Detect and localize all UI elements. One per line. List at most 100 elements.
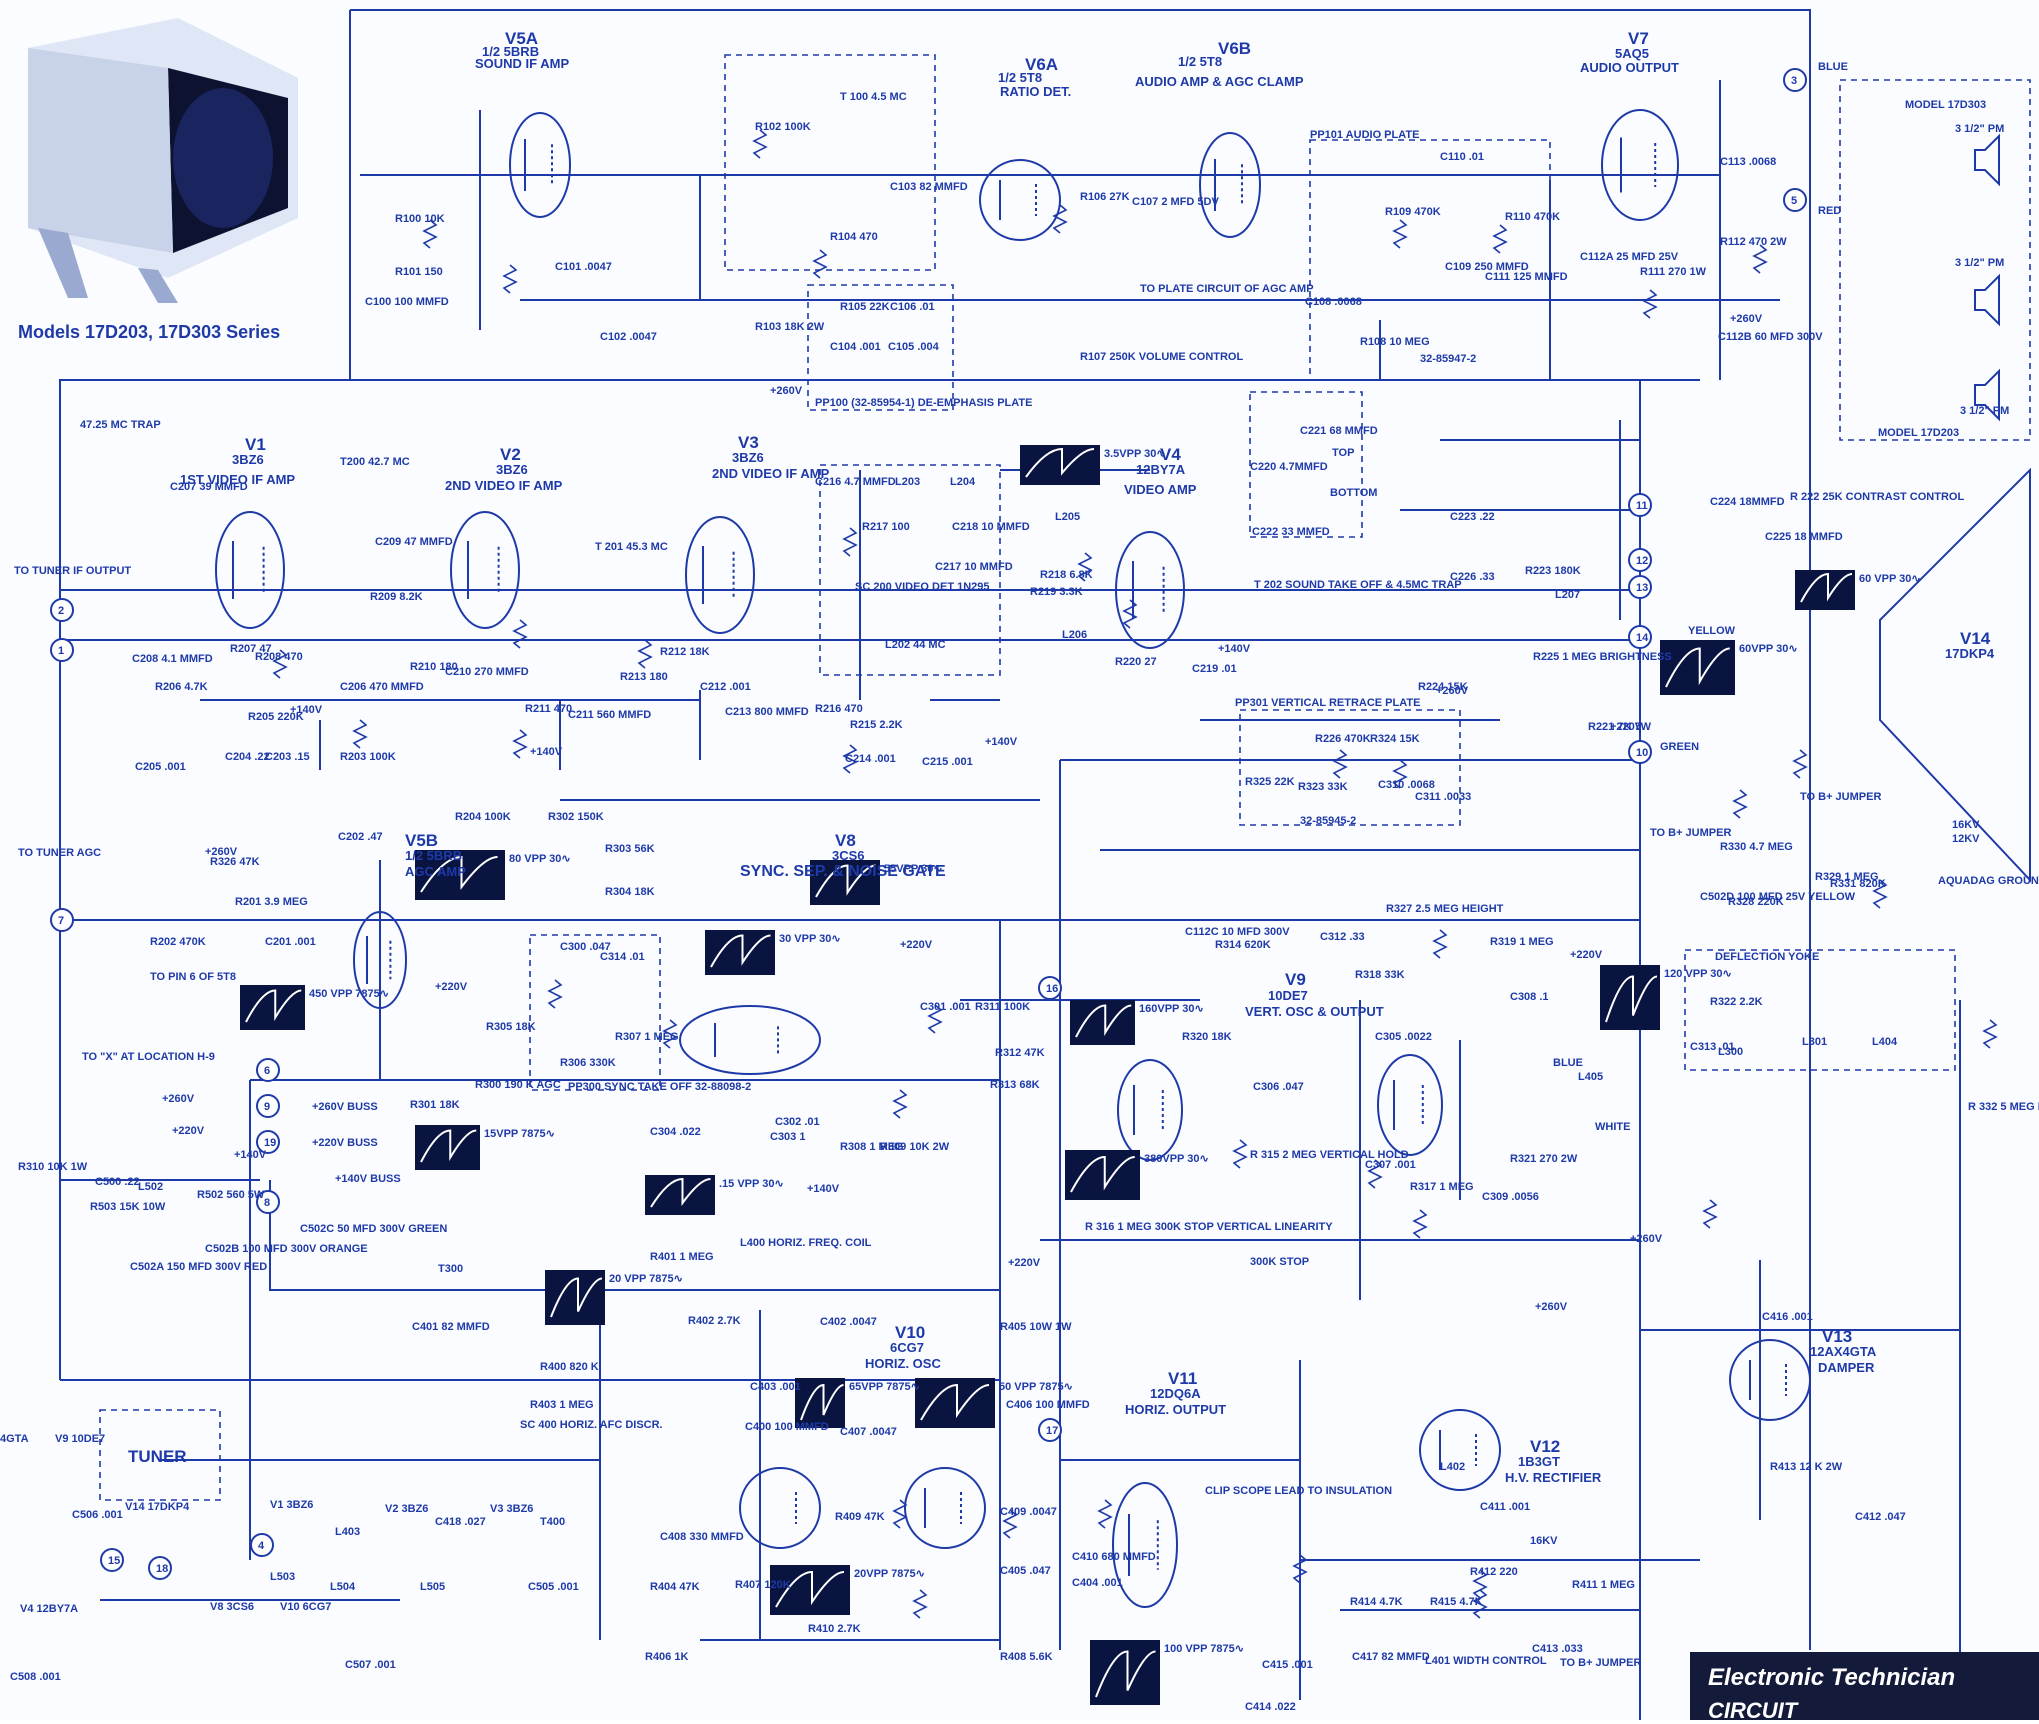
terminal-4 (256, 1094, 280, 1118)
component-r203: R203 100K (340, 751, 396, 763)
component-c107: C107 2 MFD 5DV (1132, 196, 1219, 208)
resistor-glyph-5 (1392, 219, 1408, 249)
component-c307: C307 .001 (1365, 1159, 1416, 1171)
scope-waveform-14 (920, 1383, 990, 1421)
box-speaker-1: 3 1/2" PM (1955, 123, 2004, 135)
component-c416: C416 .001 (1762, 1311, 1813, 1323)
component-c112c: C112C 10 MFD 300V (1185, 926, 1290, 938)
scope-label-3: 80 VPP 30∿ (509, 853, 571, 865)
scope-label-14: 50 VPP 7875∿ (999, 1381, 1073, 1393)
resistor-glyph-2 (752, 129, 768, 159)
scope-label-13: 65VPP 7875∿ (849, 1381, 920, 1393)
component-c411: C411 .001 (1480, 1501, 1530, 1513)
note-buss140: +140V BUSS (335, 1173, 401, 1185)
tube-envelope-12 (739, 1467, 821, 1549)
resistor-glyph-12 (842, 527, 858, 557)
component-c213: C213 800 MMFD (725, 706, 809, 718)
component-r110: R110 470K (1505, 211, 1560, 223)
component-c405: C405 .047 (1000, 1565, 1051, 1577)
scope-label-7: 15VPP 7875∿ (484, 1128, 555, 1140)
tube-envelope-10 (1117, 1059, 1183, 1161)
heater-label-b_v4g: 4GTA (0, 1433, 29, 1445)
stage-v5b-type: 1/2 5BRB (405, 848, 462, 863)
scope-label-12: 20 VPP 7875∿ (609, 1273, 683, 1285)
note-jumper-c: TO B+ JUMPER (1560, 1657, 1641, 1669)
box-t100: T 100 4.5 MC (840, 91, 907, 103)
tube-envelope-14 (1112, 1482, 1178, 1608)
component-r218: R218 6.8K (1040, 569, 1093, 581)
component-l403: L403 (335, 1526, 360, 1538)
terminal-11 (1628, 575, 1652, 599)
scope-waveform-13 (800, 1383, 844, 1421)
scope-traces (240, 445, 1855, 1705)
component-r202: R202 470K (150, 936, 206, 948)
scope-waveform-15 (775, 1570, 845, 1608)
stage-v6b-type: 1/2 5T8 (1178, 54, 1222, 69)
component-c400: C400 100 MMFD (745, 1421, 829, 1433)
component-c502d: C502D 100 MFD 25V YELLOW (1700, 891, 1856, 903)
resistor-glyph-7 (1642, 289, 1658, 319)
resistor-glyph-30 (1472, 1589, 1488, 1619)
component-r330: R330 4.7 MEG (1720, 841, 1793, 853)
scope-waveform-2 (1665, 647, 1730, 688)
component-r305: R305 18K (486, 1021, 536, 1033)
component-c102: C102 .0047 (600, 331, 657, 343)
scope-label-15: 20VPP 7875∿ (854, 1568, 925, 1580)
component-r319: R319 1 MEG (1490, 936, 1554, 948)
stage-v9-type: 10DE7 (1268, 988, 1308, 1003)
resistor-glyph-23 (1232, 1139, 1248, 1169)
component-c110: C110 .01 (1440, 151, 1484, 163)
component-c310: C310 .0068 (1378, 779, 1435, 791)
component-c226: C226 .33 (1450, 571, 1495, 583)
terminal-label-12: 14 (1636, 632, 1649, 644)
component-r108: R108 10 MEG (1360, 336, 1430, 348)
component-r112: R112 470 2W (1720, 236, 1787, 248)
dashed-plate-9 (99, 1409, 221, 1501)
component-r306: R306 330K (560, 1057, 616, 1069)
heater-label-b_v2: V2 3BZ6 (385, 1503, 428, 1515)
wire-1 (59, 10, 351, 1380)
component-r212: R212 18K (660, 646, 710, 658)
component-r320: R320 18K (1182, 1031, 1232, 1043)
component-r215: R215 2.2K (850, 719, 903, 731)
scope-waveform-16 (1095, 1650, 1156, 1698)
component-c505: C505 .001 (528, 1581, 579, 1593)
component-c203: C203 .15 (265, 751, 310, 763)
terminal-label-16: 4 (258, 1540, 265, 1552)
tube-envelope-8 (353, 911, 407, 1009)
component-r411: R411 1 MEG (1572, 1579, 1635, 1591)
component-t300: T300 (438, 1263, 463, 1275)
stage-v5b-func: AGC AMP (405, 864, 466, 879)
tube-envelope-11 (1377, 1054, 1443, 1156)
component-l300: L300 (1718, 1046, 1743, 1058)
component-r324: R324 15K (1370, 733, 1420, 745)
component-r407: R407 120K (735, 1579, 791, 1591)
terminal-label-4: 9 (264, 1101, 270, 1113)
scope-waveform-0 (1025, 447, 1095, 478)
component-c415: C415 .001 (1262, 1659, 1313, 1671)
note-blue-b: BLUE (1553, 1057, 1583, 1069)
component-c224: C224 18MMFD (1710, 496, 1785, 508)
component-c205: C205 .001 (135, 761, 186, 773)
scope-waveform-5 (710, 934, 771, 968)
component-r326: R326 47K (210, 856, 260, 868)
component-c100: C100 100 MMFD (365, 296, 449, 308)
component-c215: C215 .001 (922, 756, 973, 768)
component-r409: R409 47K (835, 1511, 885, 1523)
component-r314: R314 620K (1215, 939, 1271, 951)
terminal-15 (1038, 1418, 1062, 1442)
stage-v8-ref: V8 (835, 831, 856, 850)
scope-label-11: 120 VPP 30∿ (1664, 968, 1732, 980)
scope-waveform-12 (550, 1277, 603, 1318)
terminal-label-0: 2 (58, 605, 64, 617)
component-l503: L503 (270, 1571, 295, 1583)
component-r216: R216 470 (815, 703, 863, 715)
component-c313: C313 .01 (1690, 1041, 1735, 1053)
box-clip: CLIP SCOPE LEAD TO INSULATION (1205, 1485, 1392, 1497)
tube-envelope-16 (1729, 1339, 1811, 1421)
scope-label-2: 60VPP 30∿ (1739, 643, 1798, 655)
box-r300: R300 190 K AGC (475, 1079, 561, 1091)
component-c301: C301 .001 (920, 1001, 971, 1013)
note-260-b: +260V (1730, 313, 1763, 325)
terminal-label-5: 19 (264, 1137, 276, 1149)
